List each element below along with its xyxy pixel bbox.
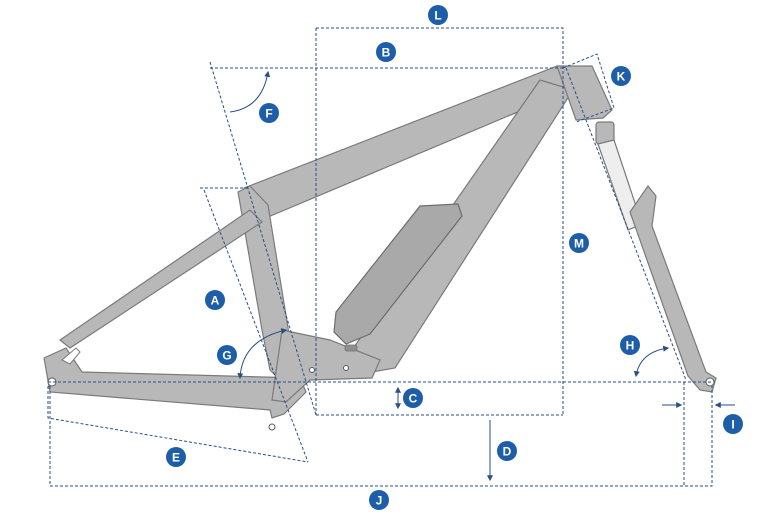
dropout-notch (61, 347, 81, 365)
dimension-lines (47, 27, 735, 487)
chain-stay (43, 347, 307, 419)
label-c: C (409, 392, 418, 406)
label-k: K (617, 70, 626, 84)
label-badge-f: F (259, 103, 279, 123)
angle-arc-g (237, 328, 288, 380)
label-badge-j: J (369, 490, 389, 510)
angle-arc-f (229, 70, 271, 113)
label-l: L (434, 9, 441, 23)
label-badge-a: A (205, 290, 225, 310)
fork (595, 121, 717, 393)
bike-frame (43, 65, 613, 431)
label-i: I (731, 418, 734, 432)
dim-line-l (315, 27, 564, 416)
label-badge-c: C (403, 388, 423, 408)
label-badge-m: M (569, 233, 589, 253)
label-g: G (222, 349, 231, 363)
label-badge-d: D (497, 441, 517, 461)
label-badge-g: G (217, 345, 237, 365)
label-badge-e: E (166, 447, 186, 467)
label-badge-k: K (611, 66, 631, 86)
label-badge-l: L (428, 5, 448, 25)
dim-line-f (209, 61, 317, 416)
dim-line-j (49, 382, 713, 487)
bottom-bracket (271, 329, 381, 403)
label-b: B (382, 46, 391, 60)
label-m: M (574, 237, 584, 251)
label-j: J (376, 494, 383, 508)
label-f: F (265, 107, 272, 121)
fork-lower (629, 184, 717, 393)
dim-line-e (47, 386, 309, 463)
label-badge-b: B (376, 42, 396, 62)
label-a: A (211, 294, 220, 308)
battery (333, 203, 463, 345)
dim-line-k (562, 53, 615, 123)
angle-arc-h (633, 345, 670, 378)
label-h: H (626, 339, 635, 353)
bolt-hole (343, 365, 349, 371)
seat-stay (58, 209, 263, 349)
battery-lock (344, 344, 358, 352)
dim-line-m (565, 67, 687, 381)
bolt-hole (309, 367, 315, 373)
label-badge-i: I (723, 414, 743, 434)
bottom-bracket-hole (268, 423, 276, 431)
label-badge-h: H (620, 335, 640, 355)
dim-line-a (200, 187, 309, 463)
label-e: E (172, 451, 180, 465)
label-d: D (503, 445, 512, 459)
